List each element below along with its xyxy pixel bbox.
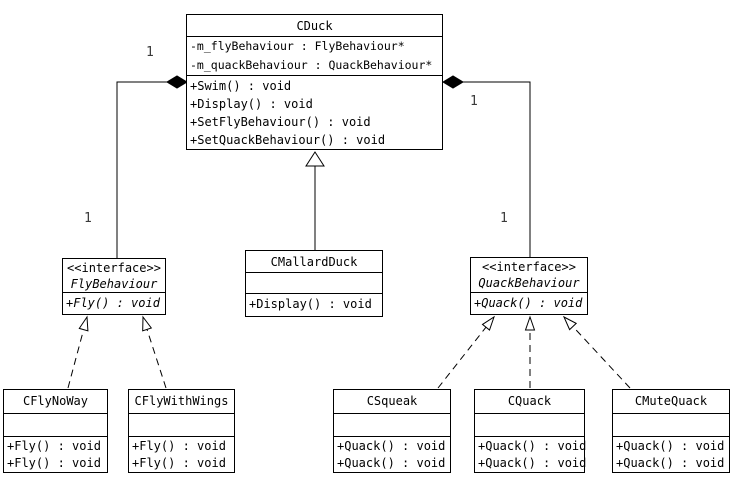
class-box-cflynoway[interactable]: CFlyNoWay +Fly() : void +Fly() : void <box>3 389 108 473</box>
realization-arrow-icon <box>562 315 578 331</box>
interface-box-quackbehaviour[interactable]: <<interface>> QuackBehaviour +Quack() : … <box>470 257 588 315</box>
class-title: CFlyWithWings <box>129 390 234 413</box>
realization-arrow-icon <box>524 315 536 331</box>
realization-arrow-icon <box>142 315 153 332</box>
class-name-text: CMallardDuck <box>270 254 358 269</box>
multiplicity-label: 1 <box>146 45 154 60</box>
interface-name-text: FlyBehaviour <box>70 276 158 291</box>
methods-compartment: +Quack() : void +Quack() : void <box>475 436 587 472</box>
class-box-cmutequack[interactable]: CMuteQuack +Quack() : void +Quack() : vo… <box>612 389 730 473</box>
method-text: +Fly() : void <box>7 456 101 470</box>
methods-compartment: +Swim() : void +Display() : void +SetFly… <box>187 75 442 149</box>
method-text: +Quack() : void <box>616 456 725 470</box>
class-name-text: CFlyWithWings <box>134 394 229 409</box>
class-name-text: CSqueak <box>366 394 418 409</box>
class-title: CDuck <box>187 15 442 36</box>
method-text: +Fly() : void <box>132 456 226 470</box>
class-box-csqueak[interactable]: CSqueak +Quack() : void +Quack() : void <box>333 389 451 473</box>
attributes-compartment: -m_flyBehaviour : FlyBehaviour* -m_quack… <box>187 36 442 75</box>
methods-compartment: +Fly() : void +Fly() : void <box>4 436 107 472</box>
interface-name-text: QuackBehaviour <box>478 276 580 290</box>
method-text: +Quack() : void <box>474 296 583 310</box>
method-text: +SetFlyBehaviour() : void <box>190 115 371 129</box>
composition-diamond-icon <box>166 75 188 89</box>
method-text: +Display() : void <box>249 297 372 311</box>
attribute-text: -m_quackBehaviour : QuackBehaviour* <box>190 58 433 72</box>
class-title: CQuack <box>475 390 584 413</box>
attributes-compartment <box>4 412 107 437</box>
class-title: CFlyNoWay <box>4 390 107 413</box>
stereotype-text: <<interface>> <box>67 260 161 275</box>
class-name-text: CDuck <box>296 18 333 33</box>
method-text: +Fly() : void <box>132 439 226 453</box>
class-title: CMuteQuack <box>613 390 729 413</box>
stereotype-text: <<interface>> <box>482 260 576 274</box>
method-text: +Fly() : void <box>7 439 101 453</box>
multiplicity-label: 1 <box>500 211 508 226</box>
methods-compartment: +Quack() : void <box>471 292 587 314</box>
class-title: CMallardDuck <box>246 251 382 272</box>
method-text: +Quack() : void <box>478 439 587 453</box>
realization-arrow-icon <box>78 315 89 332</box>
class-name-text: CFlyNoWay <box>22 394 89 409</box>
method-text: +Quack() : void <box>616 439 725 453</box>
composition-connector-cduck-flybehaviour <box>116 75 188 258</box>
composition-diamond-icon <box>442 75 464 89</box>
method-text: +Swim() : void <box>190 79 292 93</box>
method-text: +Quack() : void <box>337 439 446 453</box>
realization-connector-cflynoway-flybehaviour <box>67 315 89 389</box>
method-text: +Quack() : void <box>478 456 587 470</box>
methods-compartment: +Quack() : void +Quack() : void <box>334 436 450 472</box>
realization-connector-csqueak-quackbehaviour <box>437 315 495 389</box>
generalization-connector-cmallardduck-cduck <box>305 151 325 250</box>
generalization-triangle-icon <box>305 151 325 167</box>
interface-box-flybehaviour[interactable]: <<interface>> FlyBehaviour +Fly() : void <box>62 258 166 315</box>
attribute-text: -m_flyBehaviour : FlyBehaviour* <box>190 39 405 53</box>
realization-connector-cflywithwings-flybehaviour <box>142 315 167 389</box>
class-name-text: CQuack <box>507 394 552 409</box>
interface-title: <<interface>> FlyBehaviour <box>63 259 165 292</box>
attributes-compartment <box>129 412 234 437</box>
realization-connector-cmutequack-quackbehaviour <box>562 315 631 389</box>
attributes-compartment <box>334 412 450 437</box>
class-box-cflywithwings[interactable]: CFlyWithWings +Fly() : void +Fly() : voi… <box>128 389 235 473</box>
methods-compartment: +Fly() : void +Fly() : void <box>129 436 234 472</box>
attributes-compartment <box>475 412 584 437</box>
methods-compartment: +Fly() : void <box>63 292 165 314</box>
composition-connector-cduck-quackbehaviour <box>442 75 531 257</box>
multiplicity-label: 1 <box>470 94 478 109</box>
attributes-compartment <box>246 272 382 293</box>
realization-arrow-icon <box>481 315 495 331</box>
method-text: +Fly() : void <box>66 296 160 310</box>
method-text: +Quack() : void <box>337 456 446 470</box>
multiplicity-label: 1 <box>84 211 92 226</box>
class-name-text: CMuteQuack <box>634 394 708 409</box>
realization-connector-cquack-quackbehaviour <box>524 315 536 388</box>
class-box-cquack[interactable]: CQuack +Quack() : void +Quack() : void <box>474 389 587 473</box>
interface-title: <<interface>> QuackBehaviour <box>471 258 587 292</box>
method-text: +Display() : void <box>190 97 313 111</box>
methods-compartment: +Display() : void <box>246 293 382 316</box>
attributes-compartment <box>613 412 729 437</box>
class-title: CSqueak <box>334 390 450 413</box>
method-text: +SetQuackBehaviour() : void <box>190 133 386 147</box>
class-box-cmallardduck[interactable]: CMallardDuck +Display() : void <box>245 250 383 317</box>
class-box-cduck[interactable]: CDuck -m_flyBehaviour : FlyBehaviour* -m… <box>186 14 443 150</box>
methods-compartment: +Quack() : void +Quack() : void <box>613 436 729 472</box>
